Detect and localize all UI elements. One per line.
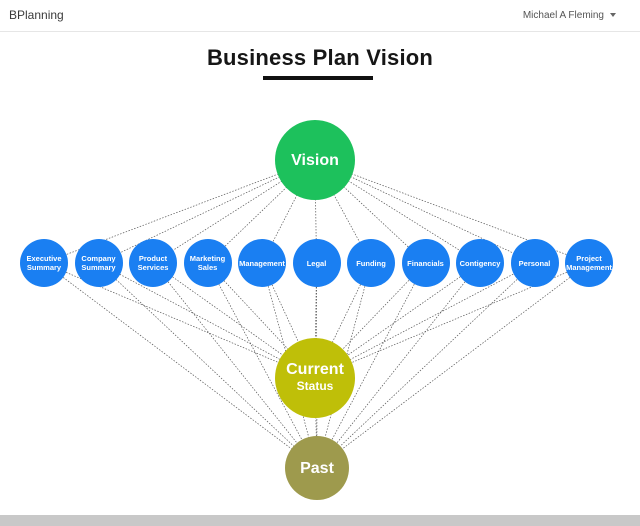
topic-node[interactable]: Marketing Sales — [183, 239, 232, 287]
vision-label: Vision — [291, 151, 339, 169]
page-title: Business Plan Vision — [206, 45, 434, 70]
navbar: BPlanning Michael A Fleming — [0, 0, 640, 32]
topic-node-label: Company Summary — [81, 254, 116, 272]
vision-node[interactable]: Vision — [275, 120, 355, 200]
user-name: Michael A Fleming — [522, 10, 604, 21]
topic-node[interactable]: Legal — [292, 239, 341, 287]
topic-node[interactable]: Product Services — [129, 239, 177, 287]
brand-logo[interactable]: BPlanning — [9, 8, 64, 22]
topic-node-label: Executive Summary — [26, 254, 62, 272]
title-underline — [263, 76, 373, 80]
connector-line — [314, 159, 317, 264]
topic-node[interactable]: Contigency — [456, 239, 504, 287]
topic-node[interactable]: Management — [238, 239, 286, 287]
connector-line — [314, 262, 481, 379]
caret-down-icon — [610, 13, 616, 18]
past-node[interactable]: Past — [285, 436, 349, 500]
connector-line — [316, 262, 426, 469]
connector-line — [314, 159, 481, 264]
topic-node-label: Financials — [407, 258, 444, 268]
topic-node-label: Product Services — [137, 254, 169, 272]
topic-node-label: Legal — [306, 258, 327, 268]
topic-node[interactable]: Company Summary — [74, 239, 123, 287]
current-status-node[interactable]: Current Status — [275, 338, 355, 418]
topic-node-label: Project Management — [566, 254, 612, 272]
topic-node[interactable]: Personal — [510, 239, 559, 287]
topic-node[interactable]: Funding — [347, 239, 395, 287]
connector-line — [207, 262, 316, 379]
connector-line — [152, 159, 316, 264]
connector-line — [316, 262, 590, 469]
current-status-line2: Status — [296, 379, 334, 393]
topic-node-label: Marketing Sales — [189, 254, 226, 272]
connector-line — [314, 159, 535, 264]
past-label: Past — [300, 459, 334, 477]
topic-node-label: Personal — [518, 258, 551, 268]
connector-line — [316, 262, 535, 469]
topic-node-label: Management — [239, 258, 285, 268]
current-status-line1: Current — [286, 361, 344, 378]
user-menu-dropdown[interactable]: Michael A Fleming — [523, 10, 616, 21]
topic-node[interactable]: Project Management — [565, 239, 613, 287]
topic-node[interactable]: Financials — [401, 239, 450, 287]
topic-node-label: Contigency — [459, 258, 501, 268]
topic-node-label: Funding — [356, 258, 386, 268]
bottom-scroll-bar — [0, 515, 640, 526]
connector-line — [314, 262, 535, 379]
connector-line — [43, 159, 316, 264]
topic-node[interactable]: Executive Summary — [20, 239, 68, 287]
connector-line — [98, 262, 318, 469]
